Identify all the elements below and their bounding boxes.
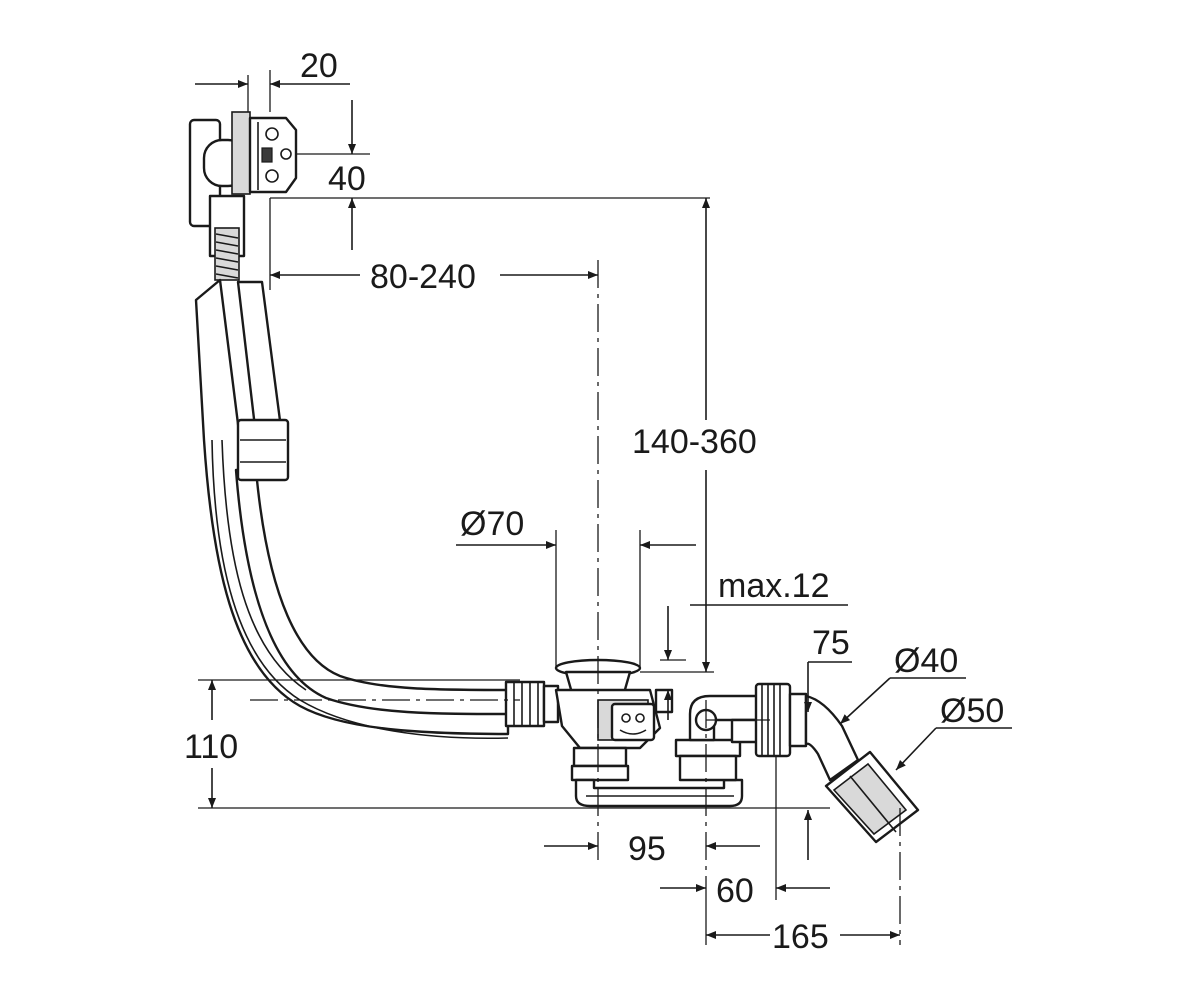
dimension-label: 95: [628, 830, 666, 868]
dimension-95: 95: [544, 830, 760, 868]
dimension-165: 165: [705, 900, 900, 956]
outlet-elbow: [754, 682, 920, 844]
dimension-75: 75: [804, 624, 852, 712]
dimension-label: 110: [184, 728, 238, 766]
dimension-label: Ø50: [940, 692, 1004, 730]
dimension-max-12: max.12: [660, 567, 848, 720]
overflow-assembly: [188, 111, 298, 281]
dimension-diameter-40: Ø40: [839, 642, 966, 725]
dimension-20: 20: [195, 47, 350, 112]
waste-valve-body: [554, 658, 674, 750]
dimension-label: 80-240: [370, 258, 476, 296]
dimension-label: max.12: [718, 567, 830, 605]
dimension-label: 40: [328, 160, 366, 198]
center-lines: [250, 260, 901, 945]
corrugated-joint: [215, 233, 239, 279]
dimension-140-360: 140-360: [632, 198, 757, 673]
dimension-diameter-50: Ø50: [895, 692, 1012, 771]
overflow-pipe: [194, 278, 510, 740]
dimension-110: 110: [184, 679, 830, 809]
pipe-nut: [504, 680, 560, 728]
dimension-label: 75: [812, 624, 850, 662]
dimension-40: 40: [270, 100, 710, 250]
dimension-label: 165: [772, 918, 829, 956]
dimension-60: 60: [660, 756, 830, 910]
dimension-label: 60: [716, 872, 754, 910]
dimension-label: Ø40: [894, 642, 958, 680]
dimension-label: 20: [300, 47, 338, 85]
dimension-label: 140-360: [632, 423, 757, 461]
dimension-80-240: 80-240: [269, 198, 598, 296]
dimension-diameter-70: Ø70: [456, 505, 696, 668]
dimension-label: Ø70: [460, 505, 524, 543]
